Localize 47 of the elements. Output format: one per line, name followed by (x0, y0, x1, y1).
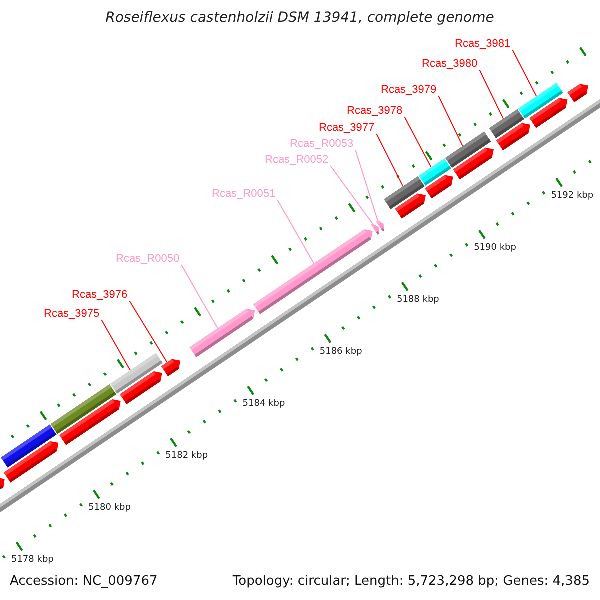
gene-block (4, 441, 59, 483)
gene-block (60, 400, 121, 446)
gene-block (453, 148, 494, 180)
leader-line (512, 50, 538, 98)
leader-line (404, 116, 432, 168)
leader-line (479, 70, 504, 120)
gene-label: Rcas_R0050 (116, 253, 180, 265)
gene-bar (489, 109, 524, 138)
gene-label: Rcas_3977 (319, 122, 375, 134)
scale-label: 5182 kbp (166, 450, 208, 461)
gene-block (530, 98, 568, 128)
gene-label: Rcas_3980 (422, 58, 478, 70)
gene-bar (418, 158, 452, 186)
scale-label: 5192 kbp (551, 190, 594, 201)
leader-line (181, 264, 218, 329)
gene-block (0, 477, 5, 490)
gene-block (371, 224, 380, 235)
gene-label: Rcas_R0051 (212, 188, 276, 200)
gene-label: Rcas_R0053 (290, 138, 354, 150)
gene-block (376, 220, 385, 232)
leader-line (438, 96, 464, 147)
genome-summary: Topology: circular; Length: 5,723,298 bp; Genes: 4,385 (232, 574, 590, 590)
gene-label: Rcas_3976 (72, 289, 128, 301)
leader-line (355, 150, 378, 222)
gene-label: Rcas_3981 (455, 38, 511, 50)
scale-label: 5190 kbp (474, 242, 516, 253)
gene-label: Rcas_3975 (44, 308, 100, 320)
scale-label: 5186 kbp (320, 346, 362, 357)
gene-label: Rcas_3979 (381, 84, 437, 96)
scale-label: 5178 kbp (11, 554, 54, 565)
accession-note: Accession: NC_009767 (10, 574, 158, 590)
map-title: Roseiflexus castenholzii DSM 13941, complete genome (104, 10, 496, 26)
leader-line (277, 200, 315, 264)
gene-block (161, 359, 181, 376)
gene-block (120, 372, 162, 404)
leader-line (101, 320, 131, 372)
scale-label: 5184 kbp (242, 398, 286, 409)
gene-block (190, 308, 256, 358)
leader-line (129, 300, 168, 364)
gene-block (395, 194, 426, 219)
gene-block (254, 230, 373, 314)
gene-label: Rcas_3978 (347, 105, 403, 117)
gene-block (568, 84, 588, 102)
scale-label: 5188 kbp (396, 294, 440, 305)
gene-label: Rcas_R0052 (265, 154, 329, 166)
leader-line (330, 166, 374, 224)
scale-label: 5180 kbp (88, 502, 131, 513)
